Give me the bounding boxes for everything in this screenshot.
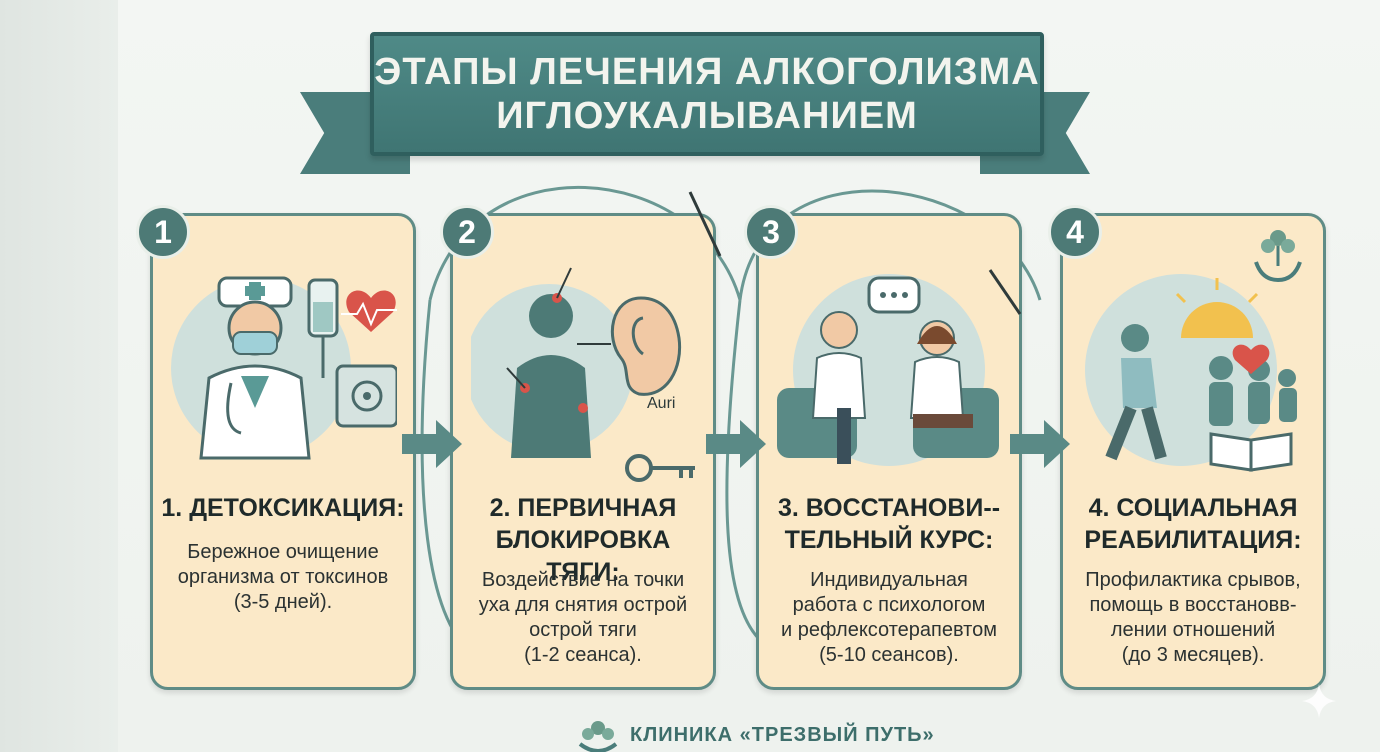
- clinic-logo-icon: [578, 721, 618, 752]
- step-4-badge: 4: [1048, 205, 1102, 259]
- ear-icon: [610, 296, 682, 396]
- step-card-3: 3. ВОССТАНОВИ-- ТЕЛЬНЫЙ КУРС: Индивидуал…: [756, 213, 1022, 690]
- doctor-icon: [199, 276, 311, 460]
- step-1-heading: 1. ДЕТОКСИКАЦИЯ:: [161, 494, 405, 522]
- step-card-4: 4. СОЦИАЛЬНАЯ РЕАБИЛИТАЦИЯ: Профилактика…: [1060, 213, 1326, 690]
- step-1-badge: 1: [136, 205, 190, 259]
- step-2-heading: 2. ПЕРВИЧНАЯ БЛОКИРОВКА ТЯГИ:: [489, 494, 677, 586]
- step-3-badge: 3: [744, 205, 798, 259]
- heart-icon: [1232, 344, 1270, 374]
- ear-label: Auri: [647, 395, 675, 412]
- consultation-icon: [777, 311, 999, 464]
- sun-icon: [1175, 278, 1259, 338]
- tree-hands-icon: [1254, 230, 1302, 283]
- step-3-description: Индивидуальная работа с психологом и реф…: [781, 569, 997, 666]
- wall-edge: [0, 0, 118, 752]
- title-banner: ЭТАПЫ ЛЕЧЕНИЯ АЛКОГОЛИЗМА ИГЛОУКАЛЫВАНИЕ…: [370, 32, 1044, 156]
- course-illustration: [777, 274, 999, 466]
- clinic-name: КЛИНИКА «ТРЕЗВЫЙ ПУТЬ»: [630, 723, 935, 746]
- step-4-heading: 4. СОЦИАЛЬНАЯ РЕАБИЛИТАЦИЯ:: [1084, 494, 1302, 554]
- walking-man-icon: [1105, 324, 1167, 461]
- sparkle-icon: [1302, 684, 1336, 718]
- step-3-heading: 3. ВОССТАНОВИ-- ТЕЛЬНЫЙ КУРС:: [777, 494, 1001, 554]
- speech-bubble-icon: [867, 276, 921, 314]
- blocking-illustration: Auri: [471, 267, 695, 482]
- iv-drip-icon: [307, 278, 339, 378]
- step-4-description: Профилактика срывов, помощь в восстановв…: [1085, 569, 1301, 666]
- arrow-right-icon: [402, 420, 462, 468]
- arrow-right-icon: [706, 420, 766, 468]
- title-line-1: ЭТАПЫ ЛЕЧЕНИЯ АЛКОГОЛИЗМА: [374, 51, 1040, 93]
- step-card-1: 1. ДЕТОКСИКАЦИЯ: Бережное очищение орган…: [150, 213, 416, 690]
- clinic-footer: КЛИНИКА «ТРЕЗВЫЙ ПУТЬ»: [576, 718, 935, 752]
- safe-icon: [335, 364, 397, 428]
- arrow-right-icon: [1010, 420, 1070, 468]
- body-acupuncture-icon: [506, 267, 591, 458]
- needle-icon: [988, 269, 1022, 315]
- step-1-description: Бережное очищение организма от токсинов …: [177, 541, 389, 613]
- needle-icon: [688, 191, 722, 257]
- key-icon: [625, 454, 695, 482]
- heart-pulse-icon: [341, 290, 397, 332]
- rehab-illustration: [1085, 274, 1297, 472]
- title-line-2: ИГЛОУКАЛЫВАНИЕМ: [496, 95, 918, 137]
- detox-illustration: [171, 276, 397, 460]
- book-icon: [1209, 432, 1293, 472]
- step-2-description: Воздействие на точки уха для снятия остр…: [478, 569, 688, 666]
- step-card-2: Auri 2. ПЕРВИЧНАЯ БЛОКИРОВКА ТЯГИ: Возде…: [450, 213, 716, 690]
- step-2-badge: 2: [440, 205, 494, 259]
